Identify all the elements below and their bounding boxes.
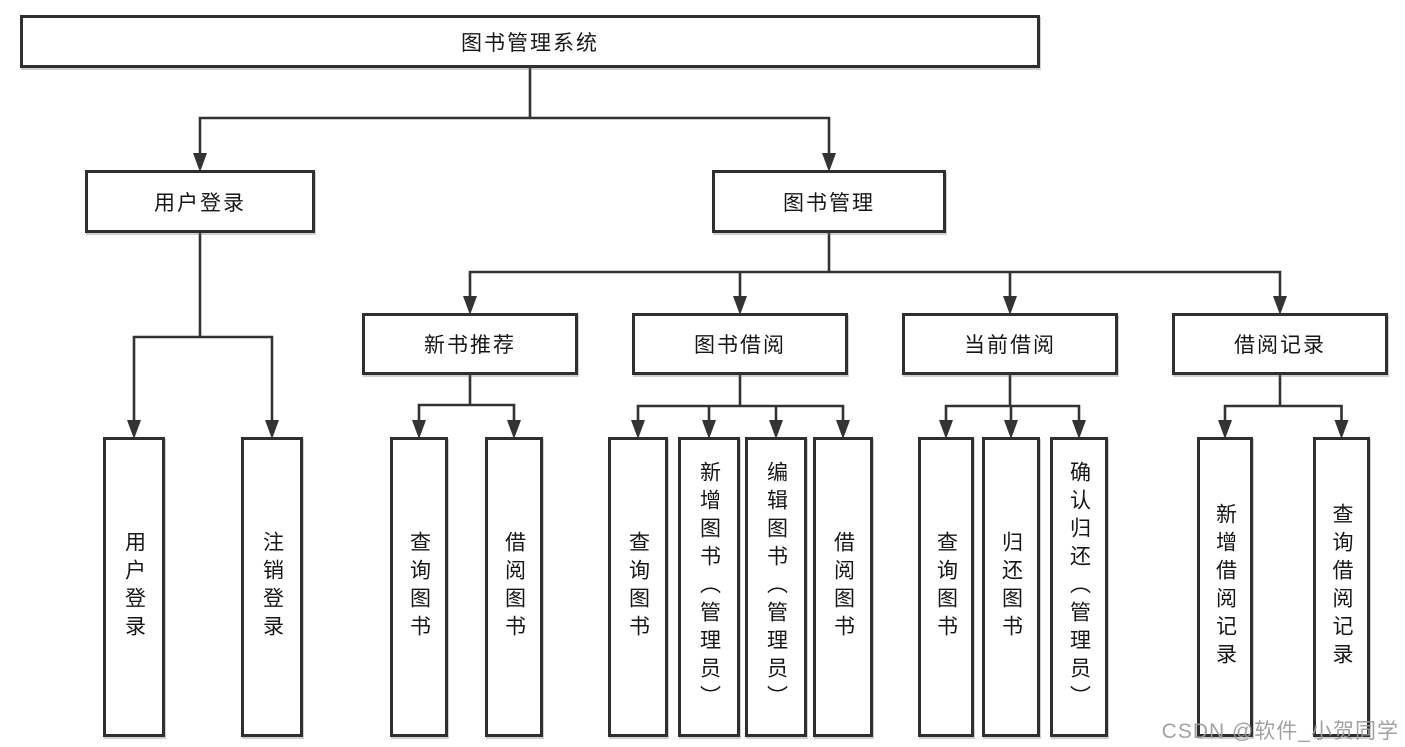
node-leaf-edit-book: 编辑图书（管理员） (745, 437, 807, 737)
node-label: 注销登录 (260, 531, 284, 643)
node-root: 图书管理系统 (20, 15, 1040, 68)
node-label: 图书管理 (783, 191, 875, 215)
node-current-borrow: 当前借阅 (902, 313, 1118, 375)
node-label: 图书借阅 (694, 334, 786, 357)
node-label: 归还图书 (999, 531, 1023, 643)
node-label: 借阅记录 (1234, 334, 1326, 357)
node-leaf-add-book: 新增图书（管理员） (678, 437, 740, 737)
node-label: 新增借阅记录 (1213, 503, 1237, 671)
node-leaf-logout: 注销登录 (241, 437, 303, 737)
node-borrow-books: 图书借阅 (632, 313, 848, 375)
node-leaf-borrow-book-2: 借阅图书 (813, 437, 873, 737)
node-label: 查询图书 (934, 531, 958, 643)
node-leaf-query-book-3: 查询图书 (918, 437, 974, 737)
node-label: 查询借阅记录 (1330, 503, 1353, 671)
node-label: 用户登录 (154, 191, 246, 215)
node-label: 用户登录 (122, 531, 146, 643)
node-label: 借阅图书 (502, 531, 526, 643)
node-leaf-user-login: 用户登录 (103, 437, 165, 737)
node-label: 借阅图书 (831, 531, 855, 643)
node-leaf-confirm-return: 确认归还（管理员） (1050, 437, 1108, 737)
node-label: 确认归还（管理员） (1067, 461, 1091, 713)
node-label: 查询图书 (407, 531, 431, 643)
node-leaf-borrow-book-1: 借阅图书 (485, 437, 543, 737)
node-user-login: 用户登录 (85, 170, 315, 233)
node-book-mgmt: 图书管理 (712, 170, 946, 233)
node-leaf-query-book-1: 查询图书 (390, 437, 448, 737)
node-label: 编辑图书（管理员） (764, 461, 788, 713)
node-leaf-query-record: 查询借阅记录 (1313, 437, 1370, 737)
node-leaf-add-record: 新增借阅记录 (1197, 437, 1253, 737)
node-label: 图书管理系统 (461, 31, 599, 55)
node-leaf-return-book: 归还图书 (982, 437, 1040, 737)
node-label: 当前借阅 (964, 334, 1056, 357)
node-label: 新书推荐 (424, 334, 516, 357)
node-label: 新增图书（管理员） (697, 461, 721, 713)
node-leaf-query-book-2: 查询图书 (608, 437, 668, 737)
node-label: 查询图书 (626, 531, 650, 643)
node-new-books: 新书推荐 (362, 313, 578, 375)
node-borrow-records: 借阅记录 (1172, 313, 1388, 375)
watermark: CSDN @软件_小贺同学 (1161, 720, 1399, 743)
